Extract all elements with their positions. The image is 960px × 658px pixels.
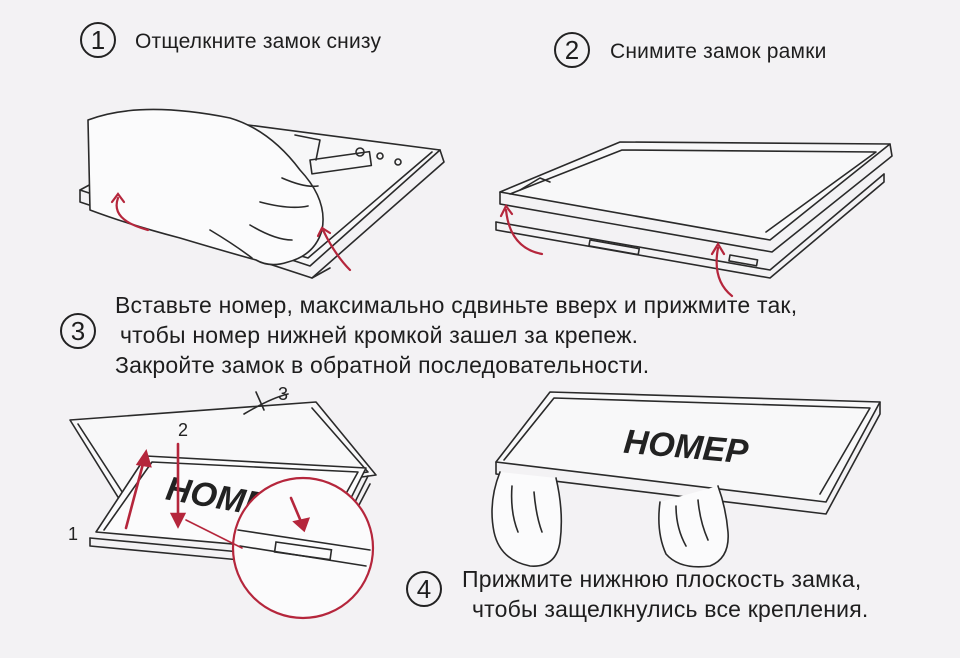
step-1-number: 1 [80, 22, 116, 58]
illustration-step-4: НОМЕР [491, 391, 881, 568]
step-4-line-1: Прижмите нижнюю плоскость замка, [462, 566, 862, 592]
callout-2: 2 [178, 420, 188, 440]
illustration-step-3: НОМЕР 1 2 3 [68, 384, 377, 620]
step-2-text: Снимите замок рамки [610, 40, 827, 63]
illustration-step-1 [79, 108, 445, 279]
step-2-number: 2 [554, 32, 590, 68]
detail-magnifier [231, 476, 375, 620]
step-3-line-2: чтобы номер нижней кромкой зашел за креп… [120, 322, 639, 348]
step-4-number: 4 [406, 571, 442, 607]
callout-1: 1 [68, 524, 78, 544]
callout-3: 3 [278, 384, 288, 404]
step-4-line-2: чтобы защелкнулись все крепления. [472, 596, 869, 622]
step-3-line-3: Закройте замок в обратной последовательн… [115, 352, 650, 378]
step-3-line-1: Вставьте номер, максимально сдвиньте вве… [115, 292, 798, 318]
step-1-text: Отщелкните замок снизу [135, 30, 382, 53]
illustration-step-2 [495, 141, 893, 298]
step-3-number: 3 [60, 313, 96, 349]
